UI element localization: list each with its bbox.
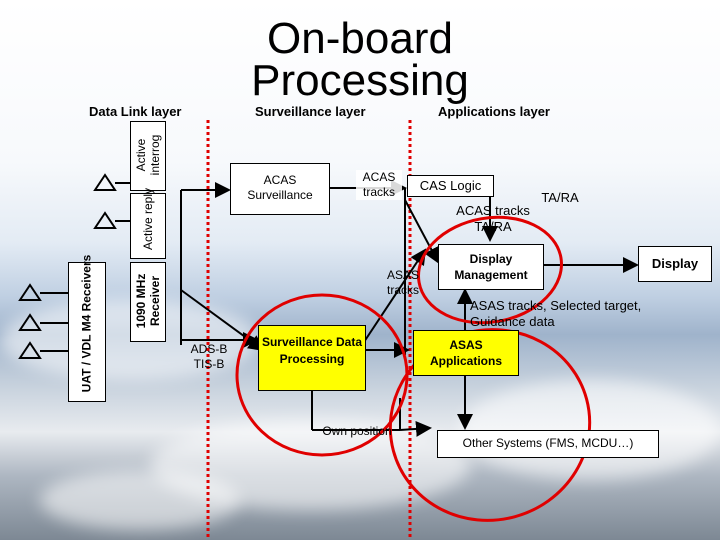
cas-logic-box: CAS Logic [407, 175, 494, 197]
acas-tracks-label: ACAS tracks [356, 170, 402, 200]
cas-logic-label: CAS Logic [419, 178, 482, 193]
other-systems-label: Other Systems (FMS, MCDU…) [462, 436, 634, 450]
uat-vdl-receivers-label: UAT / VDL M4 Receivers [79, 254, 94, 393]
adsb-tisb-label: ADS-B TIS-B [190, 342, 228, 371]
active-interrog-box: Active interrog [130, 121, 166, 191]
display-management-box: Display Management [438, 244, 544, 290]
acas-tracks-tara-label: ACAS tracks TA/RA [456, 203, 530, 234]
display-box: Display [638, 246, 712, 282]
acas-surveillance-box: ACAS Surveillance [230, 163, 330, 215]
asas-tracks-label: ASAS tracks [386, 268, 419, 297]
receiver-1090-box: 1090 MHz Receiver [130, 262, 166, 342]
display-label: Display [651, 256, 699, 271]
receiver-1090-label: 1090 MHz Receiver [134, 273, 162, 329]
active-reply-label: Active reply [141, 187, 155, 251]
surveillance-processing-label: Surveillance Data Processing [261, 335, 363, 366]
asas-applications-box: ASAS Applications [413, 330, 519, 376]
active-reply-box: Active reply [130, 188, 166, 259]
other-systems-box: Other Systems (FMS, MCDU…) [437, 430, 659, 458]
asas-tracks-selected-label: ASAS tracks, Selected target, Guidance d… [470, 298, 642, 329]
asas-applications-label: ASAS Applications [429, 338, 502, 368]
own-position-label: Own position [322, 424, 392, 438]
uat-vdl-receivers-box: UAT / VDL M4 Receivers [68, 255, 106, 402]
ta-ra-label: TA/RA [541, 190, 579, 205]
surveillance-layer-heading: Surveillance layer [255, 104, 366, 119]
surveillance-processing-box: Surveillance Data Processing [258, 325, 366, 391]
data-link-layer-heading: Data Link layer [89, 104, 182, 119]
acas-surveillance-label: ACAS Surveillance [247, 173, 313, 202]
active-interrog-label: Active interrog [134, 134, 162, 176]
display-management-label: Display Management [454, 252, 528, 282]
page-title: On-board Processing [251, 14, 469, 105]
applications-layer-heading: Applications layer [438, 104, 550, 119]
